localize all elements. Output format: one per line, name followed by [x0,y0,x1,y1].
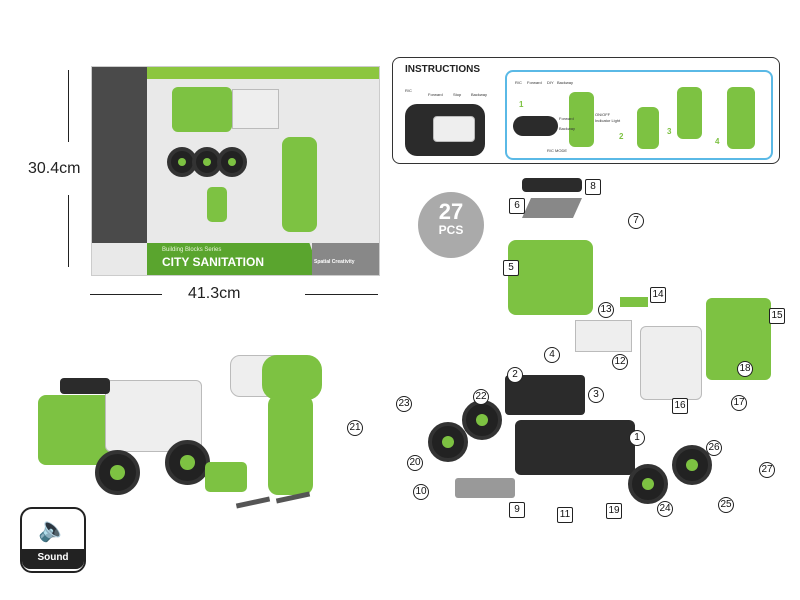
part-plate [522,198,582,218]
width-arrow-left [90,294,162,295]
wheel [462,400,502,440]
part-number-label: 21 [347,420,363,436]
part-number-label: 7 [628,213,644,229]
truck-wheel [95,450,140,495]
part-number-label: 24 [657,501,673,517]
wheel [672,445,712,485]
stop-label: Stop [453,92,462,97]
control-label: Backway [559,126,576,131]
part-number-label: 11 [557,507,573,523]
step-number: 1 [519,100,524,109]
height-arrow-bottom [68,195,69,267]
part-number-label: 15 [769,308,785,324]
instructions-panel: INSTRUCTIONS R/C Forward Stop Backway R/… [392,57,780,164]
assembled-truck-roof [60,378,110,394]
rc-mode-label: R/C MODE [547,148,567,153]
piece-unit: PCS [438,223,464,237]
step-number: 3 [667,127,672,136]
forward-label: Forward [428,92,443,97]
piece-count-badge: 27 PCS [418,192,484,258]
sound-badge: 🔈 Sound [20,507,86,573]
product-box: Building Blocks Series CITY SANITATION S… [91,66,380,276]
backway-label: Backway [471,92,488,97]
wheel [628,464,668,504]
mode-label: Forward [527,80,542,85]
box-side-panel [92,67,147,243]
part-number-label: 17 [731,395,747,411]
part-number-label: 23 [396,396,412,412]
control-label: ON/OFF [595,112,611,117]
instruction-steps: R/C Forward DIY Backway R/C MODE Forward… [505,70,773,160]
box-brand-band [312,243,379,275]
drill-step-3 [677,87,702,139]
drill-handle [268,395,313,495]
box-name-band [147,243,321,275]
part-number-label: 19 [606,503,622,519]
vehicle-battery [433,116,475,142]
width-dimension: 41.3cm [188,285,241,302]
box-top-band [147,67,379,79]
speaker-icon: 🔈 [38,516,68,543]
box-wheel [217,147,247,177]
wheel [428,422,468,462]
control-label: Indicator Light [595,118,621,123]
box-truck-bin [232,89,279,129]
instructions-title: INSTRUCTIONS [405,64,480,75]
piece-count: 27 [438,199,464,224]
drill-top [262,355,322,400]
part-number-label: 1 [629,430,645,446]
part-cab [508,240,593,315]
part-number-label: 18 [737,361,753,377]
remote-step-0 [569,92,594,147]
control-label: Forward [559,116,574,121]
drill-step-4 [727,87,755,149]
rc-mode-vehicle [513,116,558,136]
truck-wheel [165,440,210,485]
battery-pack [205,462,247,492]
part-number-label: 14 [650,287,666,303]
series-name: Building Blocks Series [162,247,222,253]
part-top-bar [522,178,582,192]
mode-label: Backway [557,80,574,85]
width-arrow-right [305,294,378,295]
box-truck-cab [172,87,232,132]
height-arrow-top [68,70,69,142]
mode-label: R/C [515,80,522,85]
part-number-label: 8 [585,179,601,195]
screwdriver-bit [235,496,271,509]
part-number-label: 13 [598,302,614,318]
part-number-label: 4 [544,347,560,363]
part-number-label: 2 [507,367,523,383]
part-chassis [515,420,635,475]
part-number-label: 27 [759,462,775,478]
part-number-label: 9 [509,502,525,518]
part-number-label: 12 [612,354,628,370]
part-number-label: 10 [413,484,429,500]
step-number: 2 [619,132,624,141]
part-lift [575,320,632,352]
assembled-truck-cab [38,395,113,465]
box-drill [282,137,317,232]
part-number-label: 22 [473,389,489,405]
part-number-label: 6 [509,198,525,214]
height-dimension: 30.4cm [28,160,81,177]
sound-label: Sound [22,549,84,569]
part-panel [620,297,648,307]
part-number-label: 20 [407,455,423,471]
rc-label: R/C [405,88,412,93]
part-bumper [455,478,515,498]
brand-name: Spatial Creativity [314,259,355,265]
part-number-label: 16 [672,398,688,414]
part-bin [640,326,702,400]
part-number-label: 5 [503,260,519,276]
step-number: 4 [715,137,720,146]
part-number-label: 26 [706,440,722,456]
box-battery [207,187,227,222]
box-wheel [192,147,222,177]
part-number-label: 25 [718,497,734,513]
drill-step-2 [637,107,659,149]
mode-label: DIY [547,80,554,85]
part-number-label: 3 [588,387,604,403]
product-name: CITY SANITATION [162,255,264,269]
